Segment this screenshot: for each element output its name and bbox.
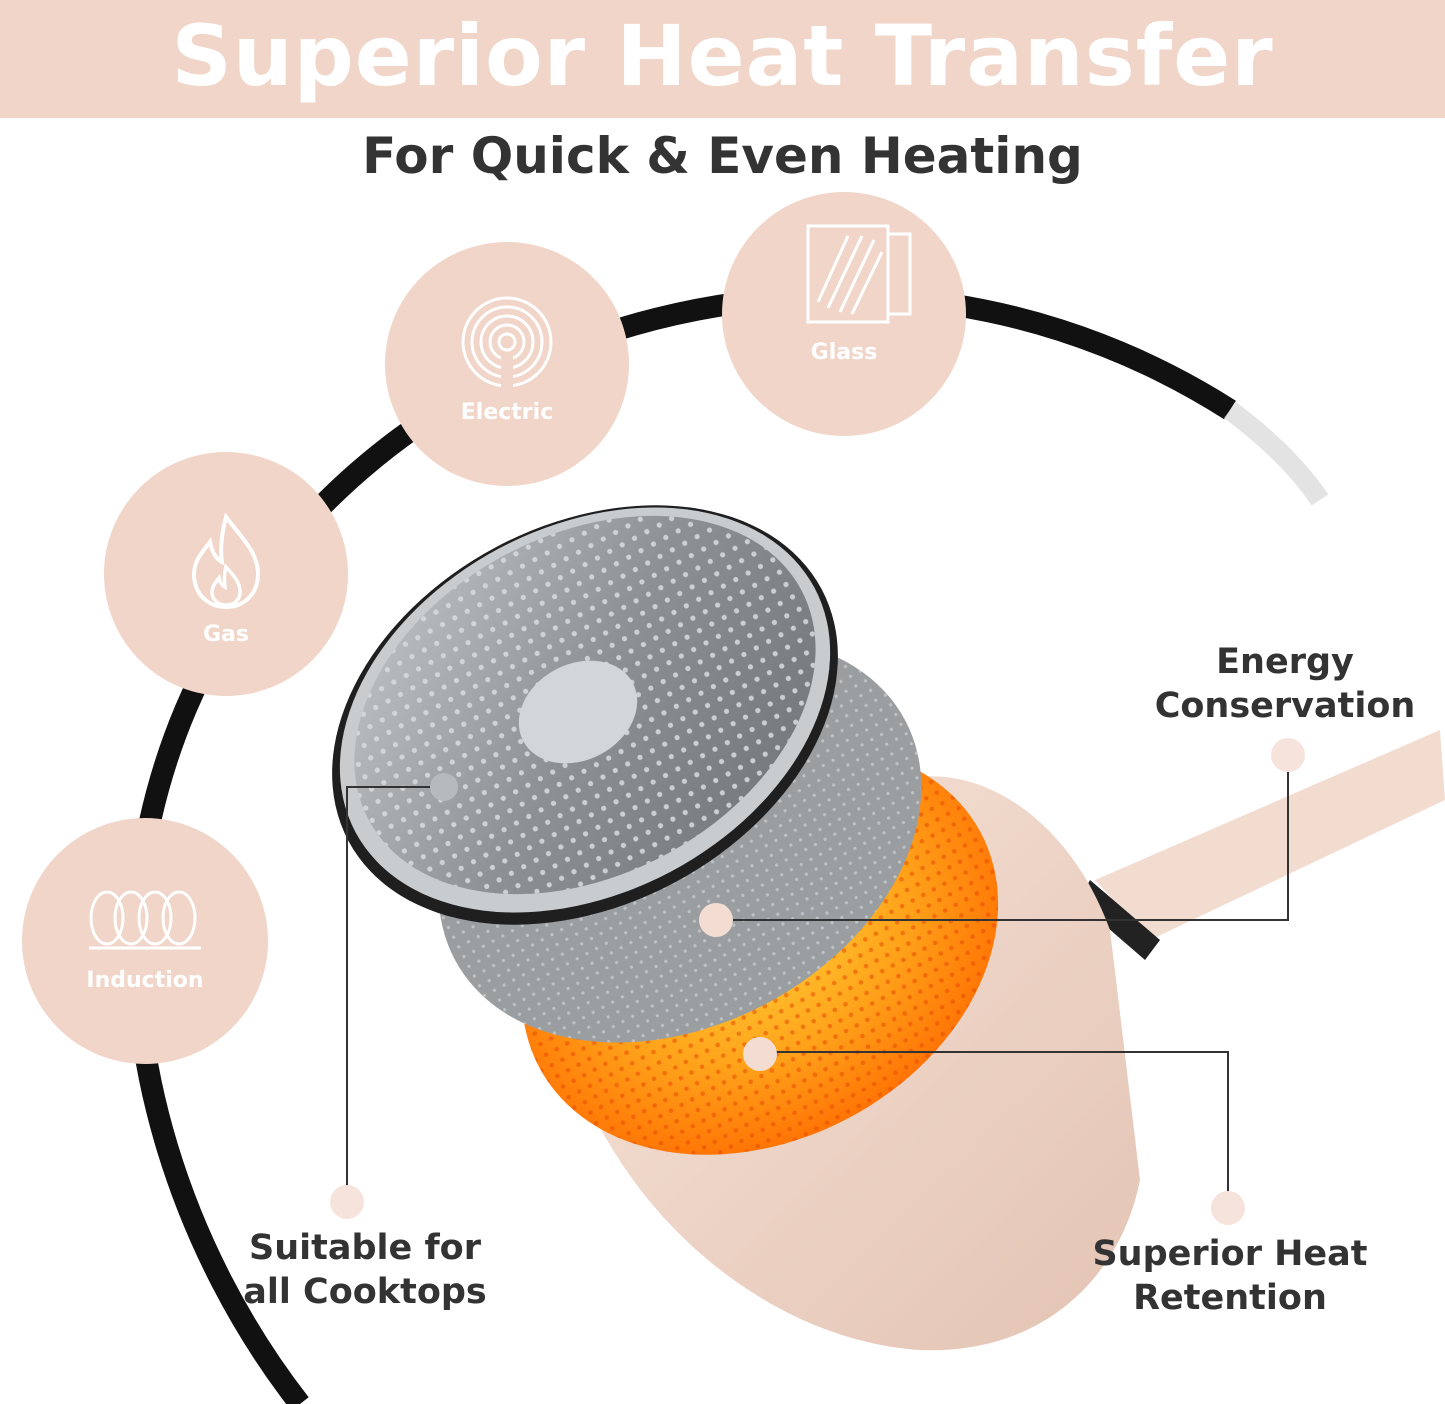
header-banner: Superior Heat Transfer (0, 0, 1445, 118)
callout-line: Superior Heat (1092, 1234, 1368, 1274)
pot-handle (1095, 730, 1445, 940)
cooktop-label: Glass (810, 340, 878, 365)
callout-line: Conservation (1154, 686, 1416, 726)
glass-cooktop-icon (806, 224, 912, 324)
electric-coil-icon (461, 296, 553, 390)
callout-line: Suitable for (249, 1228, 481, 1268)
leader-dot (330, 1185, 364, 1219)
leader-dot (699, 903, 733, 937)
callout-energy-conservation: Energy Conservation (1140, 640, 1430, 728)
cooktop-label: Gas (203, 622, 249, 647)
callout-heat-retention: Superior Heat Retention (1080, 1232, 1380, 1320)
leader-line-cooktops (346, 786, 444, 1200)
flame-icon (191, 512, 261, 610)
cooktop-label: Induction (86, 968, 204, 993)
leader-dot (1211, 1191, 1245, 1225)
leader-dot (430, 773, 458, 801)
leader-dot (743, 1037, 777, 1071)
base-center-badge (518, 660, 638, 764)
callout-all-cooktops: Suitable for all Cooktops (230, 1226, 500, 1314)
page-subtitle: For Quick & Even Heating (362, 127, 1083, 185)
callout-line: Retention (1133, 1278, 1327, 1318)
cooktop-electric: Electric (385, 242, 629, 486)
induction-coil-icon (89, 890, 201, 950)
page-title: Superior Heat Transfer (171, 7, 1274, 105)
cooktop-label: Electric (460, 400, 554, 425)
callout-line: all Cooktops (243, 1272, 487, 1312)
cooktop-gas: Gas (104, 452, 348, 696)
callout-line: Energy (1216, 642, 1354, 682)
leader-dot (1271, 738, 1305, 772)
leader-line-energy (716, 755, 1289, 921)
cooktop-glass: Glass (722, 192, 966, 436)
leader-line-retention (760, 1051, 1229, 1205)
cooktop-induction: Induction (22, 818, 268, 1064)
